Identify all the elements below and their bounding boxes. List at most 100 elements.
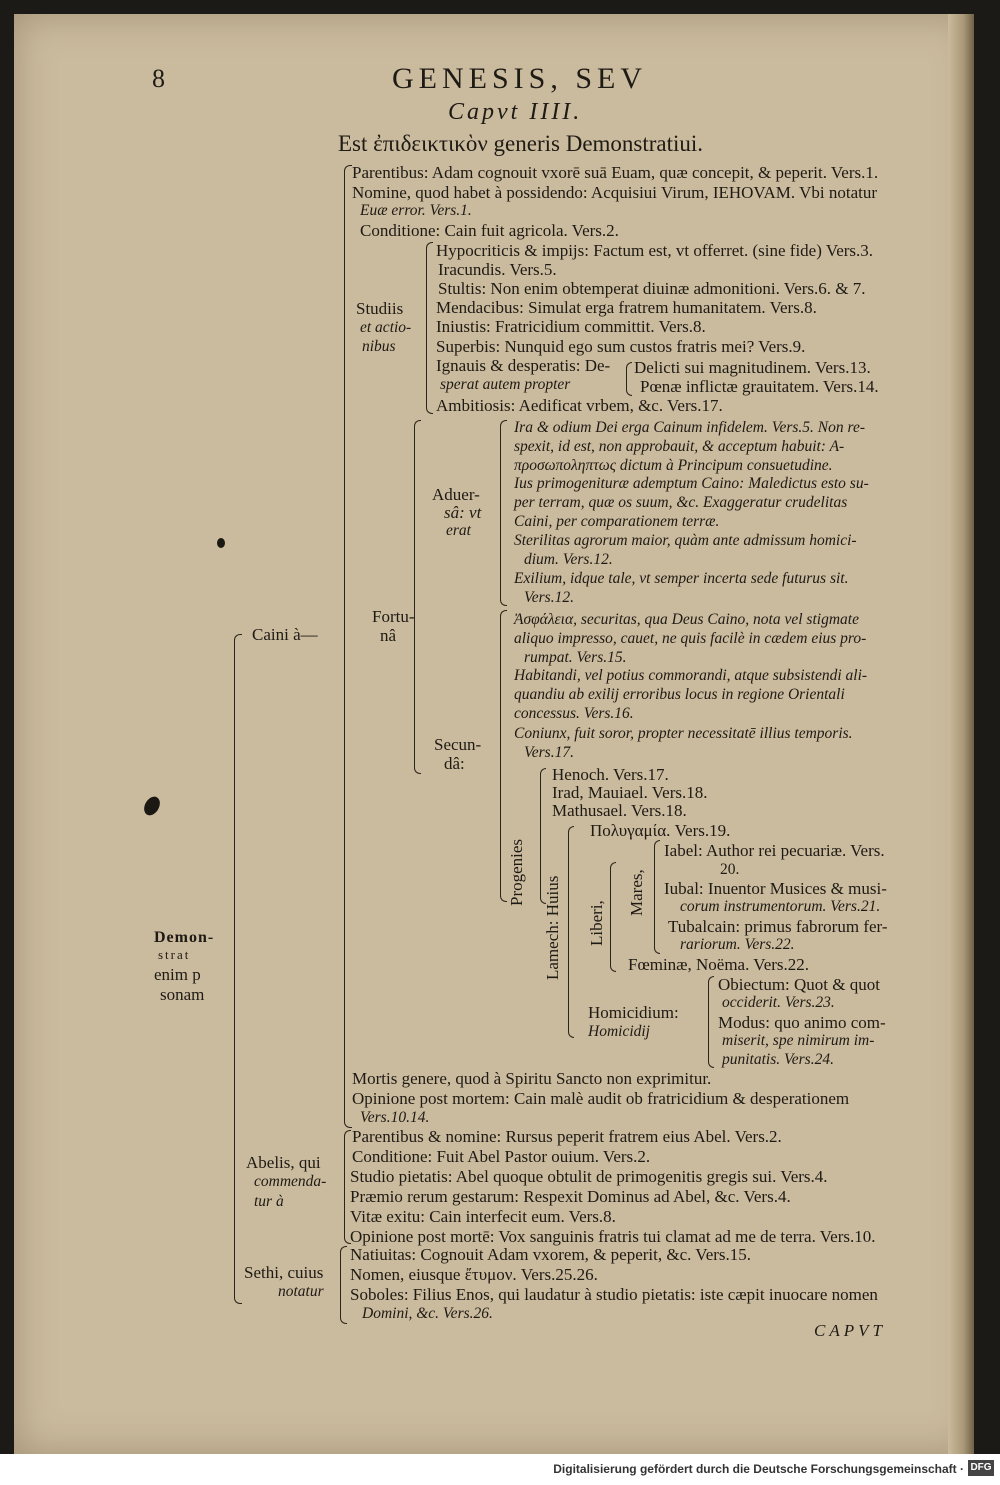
cain-iabel-1: Iabel: Author rei pecuariæ. Vers.	[664, 841, 885, 860]
cain-habitandi-1: Habitandi, vel potius commorandi, atque …	[514, 667, 868, 684]
running-title: GENESIS, SEV	[392, 62, 648, 95]
cain-habitandi-2: quandiu ab exilij erroribus locus in reg…	[514, 686, 845, 703]
bracket-lamech	[568, 826, 574, 1038]
abel-parentibus: Parentibus & nomine: Rursus peperit frat…	[352, 1127, 782, 1146]
cain-polygamia: Πολυγαμία. Vers.19.	[590, 821, 731, 840]
catchword: CAPVT	[814, 1321, 886, 1340]
root-label-1: Demon-	[154, 929, 215, 946]
seth-nomen: Nomen, eiusque ἔτυμον. Vers.25.26.	[350, 1265, 598, 1284]
cain-iracundis: Iracundis. Vers.5.	[438, 260, 557, 279]
cain-ambitiosis: Ambitiosis: Aedificat vrbem, &c. Vers.17…	[436, 396, 723, 415]
abel-conditione: Conditione: Fuit Abel Pastor ouium. Vers…	[352, 1147, 651, 1166]
cain-aduersa-2: sâ: vt	[444, 503, 482, 522]
cain-studiis-1: Studiis	[356, 299, 404, 318]
seth-label-1: Sethi, cuius	[244, 1263, 324, 1282]
cain-stultis: Stultis: Non enim obtemperat diuinæ admo…	[438, 279, 866, 298]
subtitle: Est ἐπιδεικτικὸν generis Demonstratiui.	[338, 131, 704, 156]
cain-henoch: Henoch. Vers.17.	[552, 765, 669, 784]
bracket-root	[234, 634, 242, 1304]
cain-exilium-2: Vers.12.	[524, 589, 574, 606]
bracket-secunda	[500, 610, 507, 902]
cain-homicidium-1: Homicidium:	[588, 1003, 679, 1022]
seth-soboles-1: Soboles: Filius Enos, qui laudatur à stu…	[350, 1285, 878, 1304]
abel-opinione: Opinione post mortē: Vox sanguinis fratr…	[350, 1227, 876, 1246]
cain-ignauis-2: sperat autem propter	[440, 376, 571, 393]
book-page	[14, 14, 974, 1454]
cain-obiectum-2: occiderit. Vers.23.	[722, 994, 835, 1011]
abel-praemio: Præmio rerum gestarum: Respexit Dominus …	[350, 1187, 791, 1206]
cain-superbis: Superbis: Nunquid ego sum custos fratris…	[436, 337, 806, 356]
cain-lamech: Lamech: Huius	[543, 875, 562, 980]
cain-conditione: Conditione: Cain fuit agricola. Vers.2.	[360, 221, 619, 240]
cain-homicidium-2: Homicidij	[588, 1023, 650, 1040]
bracket-cain	[344, 165, 352, 1128]
cain-modus-2: miserit, spe nimirum im-	[722, 1032, 875, 1049]
cain-foeminae: Fœminæ, Noëma. Vers.22.	[628, 955, 810, 974]
cain-mortis: Mortis genere, quod à Spiritu Sancto non…	[352, 1069, 712, 1088]
root-label-3: enim p	[154, 965, 201, 984]
bracket-abel	[344, 1130, 351, 1244]
cain-progenies: Progenies	[507, 838, 526, 906]
cain-label: Caini à—	[252, 625, 318, 644]
abel-label-1: Abelis, qui	[246, 1153, 321, 1172]
cain-ius-1: Ius primogenituræ ademptum Caino: Maledi…	[514, 475, 869, 492]
abel-studio: Studio pietatis: Abel quoque obtulit de …	[350, 1167, 828, 1186]
cain-hypocriticis: Hypocriticis & impijs: Factum est, vt of…	[436, 241, 874, 260]
cain-aduersa-3: erat	[446, 522, 471, 539]
cain-ignauis-1: Ignauis & desperatis: De-	[436, 356, 611, 375]
cain-sterilitas-2: dium. Vers.12.	[524, 551, 613, 568]
cain-tubalcain-2: rariorum. Vers.22.	[680, 936, 795, 953]
cain-opinione-1: Opinione post mortem: Cain malè audit ob…	[352, 1089, 850, 1108]
page-edge	[948, 14, 974, 1454]
ink-spot	[217, 538, 225, 548]
cain-ius-2: per terram, quæ os suum, &c. Exaggeratur…	[514, 494, 848, 511]
cain-nomine-1: Nomine, quod habet à possidendo: Acquisi…	[352, 183, 877, 202]
cain-poenae: Pœnæ inflictæ grauitatem. Vers.14.	[640, 377, 879, 396]
cain-modus-3: punitatis. Vers.24.	[722, 1051, 834, 1068]
seth-soboles-2: Domini, &c. Vers.26.	[362, 1305, 493, 1322]
cain-mares: Mares,	[627, 869, 646, 916]
abel-label-3: tur à	[254, 1193, 284, 1210]
cain-secunda-1: Secun-	[434, 735, 482, 754]
cain-iabel-2: 20.	[720, 861, 740, 878]
bracket-seth	[340, 1246, 347, 1324]
bracket-fortuna	[414, 420, 421, 774]
abel-label-2: commenda-	[254, 1173, 327, 1190]
cain-coniunx-1: Coniunx, fuit soror, propter necessitatē…	[514, 725, 853, 742]
cain-studiis-3: nibus	[362, 338, 396, 355]
footer-credit: Digitalisierung gefördert durch die Deut…	[553, 1462, 964, 1476]
cain-asphaleia-1: Ἀσφάλεια, securitas, qua Deus Caino, not…	[514, 611, 859, 628]
cain-parentibus: Parentibus: Adam cognouit vxorē suā Euam…	[352, 163, 879, 182]
cain-fortuna-1: Fortu-	[372, 607, 415, 626]
cain-ira-2: spexit, id est, non approbauit, & accept…	[514, 438, 845, 455]
cain-habitandi-3: concessus. Vers.16.	[514, 705, 634, 722]
cain-asphaleia-2: aliquo impresso, cauet, ne quis facilè i…	[514, 630, 867, 647]
cain-secunda-2: dâ:	[444, 754, 465, 773]
cain-delicti: Delicti sui magnitudinem. Vers.13.	[634, 358, 871, 377]
seth-label-2: notatur	[278, 1283, 324, 1300]
chapter-heading: Capvt IIII.	[448, 99, 583, 125]
page-number: 8	[152, 64, 165, 93]
cain-exilium-1: Exilium, idque tale, vt semper incerta s…	[514, 570, 849, 587]
cain-modus-1: Modus: quo animo com-	[718, 1013, 886, 1032]
bracket-aduersa	[500, 420, 507, 606]
cain-mendacibus: Mendacibus: Simulat erga fratrem humanit…	[436, 298, 817, 317]
root-label-4: sonam	[160, 985, 205, 1004]
bracket-liberi	[610, 862, 616, 972]
cain-iniustis: Iniustis: Fratricidium committit. Vers.8…	[436, 317, 706, 336]
cain-fortuna-2: nâ	[380, 626, 397, 645]
cain-nomine-2: Euæ error. Vers.1.	[360, 202, 472, 219]
bracket-studiis	[426, 242, 433, 414]
cain-studiis-2: et actio-	[360, 319, 412, 336]
bracket-ignauis	[626, 362, 632, 396]
footer-bar: Digitalisierung gefördert durch die Deut…	[0, 1454, 1000, 1485]
cain-tubalcain-1: Tubalcain: primus fabrorum fer-	[668, 917, 888, 936]
bracket-homicidium	[708, 976, 714, 1068]
cain-opinione-2: Vers.10.14.	[360, 1109, 430, 1126]
bracket-mares	[654, 840, 660, 954]
cain-ira-3: προσωποληπτως dictum à Principum consuet…	[514, 457, 833, 474]
cain-sterilitas-1: Sterilitas agrorum maior, quàm ante admi…	[514, 532, 857, 549]
cain-coniunx-2: Vers.17.	[524, 744, 574, 761]
root-label-2: strat	[158, 947, 191, 962]
cain-asphaleia-3: rumpat. Vers.15.	[524, 649, 627, 666]
